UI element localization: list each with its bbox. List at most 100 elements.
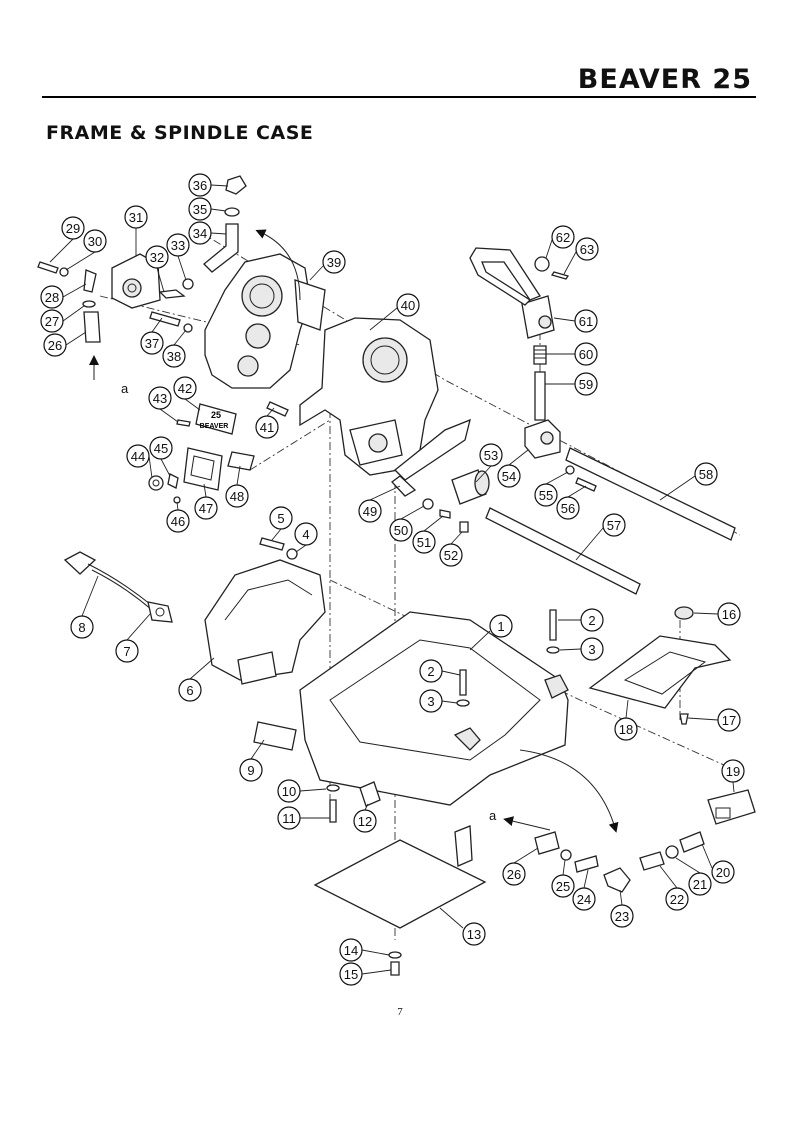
callout-circle (574, 342, 598, 366)
callout-circle (572, 887, 596, 911)
callout-circle (83, 229, 107, 253)
callout-number: 10 (282, 784, 296, 799)
callout-number: 41 (260, 420, 274, 435)
callout-circle (396, 293, 420, 317)
callout-54: 54 (497, 464, 521, 488)
callout-circle (277, 806, 301, 830)
callout-25: 25 (551, 874, 575, 898)
callout-15: 15 (339, 962, 363, 986)
callout-number: 19 (726, 764, 740, 779)
callout-49: 49 (358, 499, 382, 523)
callout-circle (173, 376, 197, 400)
callout-60: 60 (574, 342, 598, 366)
callout-11: 11 (277, 806, 301, 830)
callout-12: 12 (353, 809, 377, 833)
callout-number: 5 (277, 511, 284, 526)
callout-3: 3 (419, 689, 443, 713)
callout-circle (40, 309, 64, 333)
callout-circle (419, 659, 443, 683)
callout-circle (574, 372, 598, 396)
callout-53: 53 (479, 443, 503, 467)
callout-number: 11 (282, 811, 296, 826)
callout-circle (502, 862, 526, 886)
callout-32: 32 (145, 245, 169, 269)
callout-circle (551, 225, 575, 249)
title-rule (42, 96, 756, 98)
callout-21: 21 (688, 872, 712, 896)
callout-number: 32 (150, 250, 164, 265)
callout-number: 49 (363, 504, 377, 519)
callout-circle (358, 499, 382, 523)
callout-number: 2 (588, 613, 595, 628)
callout-50: 50 (389, 518, 413, 542)
screen-plate-part (588, 606, 732, 725)
assembly-arrow-down (519, 749, 619, 833)
callout-number: 16 (722, 607, 736, 622)
callout-20: 20 (711, 860, 735, 884)
callout-19: 19 (721, 759, 745, 783)
callout-number: 48 (230, 489, 244, 504)
callout-circle (694, 462, 718, 486)
callout-number: 39 (327, 255, 341, 270)
pin-part (266, 401, 289, 417)
callout-41: 41 (255, 415, 279, 439)
callout-circle (353, 809, 377, 833)
callout-number: 20 (716, 865, 730, 880)
callout-number: 57 (607, 518, 621, 533)
callout-circle (688, 872, 712, 896)
callout-circle (534, 483, 558, 507)
callout-number: 26 (48, 338, 62, 353)
callout-number: 13 (467, 927, 481, 942)
callout-number: 24 (577, 892, 591, 907)
callout-56: 56 (556, 496, 580, 520)
callout-number: 40 (401, 298, 415, 313)
callout-number: 9 (247, 763, 254, 778)
spindle-case-part (299, 317, 439, 476)
callout-number: 34 (193, 226, 207, 241)
guard-bracket-part (391, 475, 417, 497)
label-plate-part (253, 721, 297, 751)
power-cord-part (63, 551, 173, 623)
callout-number: 1 (497, 619, 504, 634)
callout-circle (194, 496, 218, 520)
callout-circle (580, 608, 604, 632)
callout-number: 33 (171, 238, 185, 253)
callout-number: 46 (171, 514, 185, 529)
callout-number: 21 (693, 877, 707, 892)
callout-circle (574, 309, 598, 333)
callout-circle (43, 333, 67, 357)
callout-8: 8 (70, 615, 94, 639)
callout-number: 18 (619, 722, 633, 737)
callout-35: 35 (188, 197, 212, 221)
callout-31: 31 (124, 205, 148, 229)
coolant-tube-part (203, 175, 247, 273)
callout-circle (162, 344, 186, 368)
callout-number: 62 (556, 230, 570, 245)
small-fasteners-left (37, 261, 194, 343)
callout-4: 4 (294, 522, 318, 546)
callout-number: 23 (615, 909, 629, 924)
callout-number: 58 (699, 467, 713, 482)
callout-45: 45 (149, 436, 173, 460)
callout-circle (178, 678, 202, 702)
callout-39: 39 (322, 250, 346, 274)
callout-62: 62 (551, 225, 575, 249)
callout-number: 35 (193, 202, 207, 217)
callout-number: 3 (427, 694, 434, 709)
callout-number: 8 (78, 620, 85, 635)
callout-circle (269, 506, 293, 530)
callout-1: 1 (489, 614, 513, 638)
callout-59: 59 (574, 372, 598, 396)
callout-40: 40 (396, 293, 420, 317)
callout-5: 5 (269, 506, 293, 530)
callout-circle (580, 637, 604, 661)
callout-circle (124, 205, 148, 229)
callout-number: 61 (579, 314, 593, 329)
callout-number: 37 (145, 336, 159, 351)
callout-26: 26 (43, 333, 67, 357)
connection-arrow-right (503, 816, 551, 831)
callout-circle (419, 689, 443, 713)
callout-number: 30 (88, 234, 102, 249)
callout-number: 45 (154, 441, 168, 456)
